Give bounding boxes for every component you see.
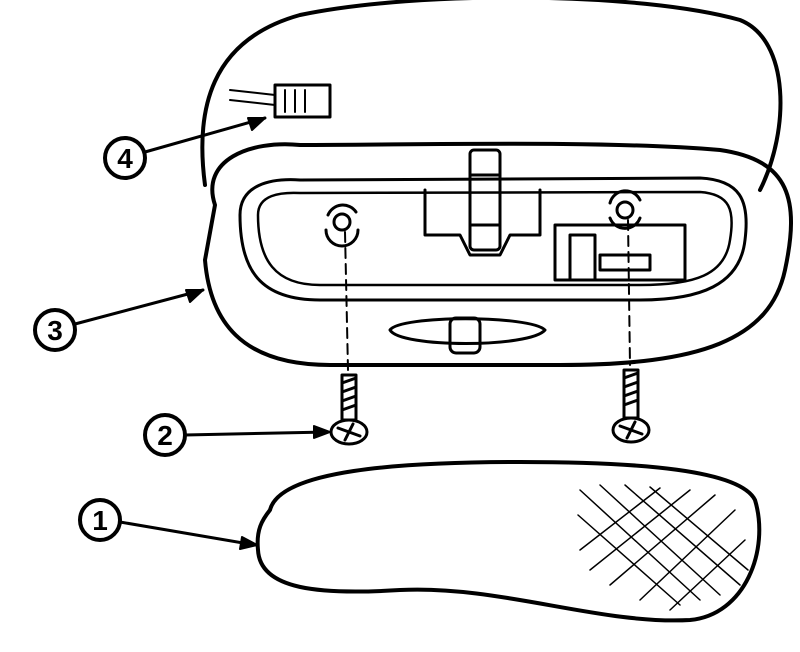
lamp-bezel bbox=[203, 141, 793, 367]
cavity bbox=[256, 190, 733, 287]
lens bbox=[255, 460, 762, 623]
callout-2-label: 2 bbox=[157, 420, 173, 451]
rear-housing bbox=[200, 0, 783, 192]
alignment-line-right bbox=[627, 219, 631, 366]
callout-4: 4 bbox=[103, 116, 267, 180]
switch-assembly bbox=[553, 223, 687, 282]
screw-right bbox=[611, 368, 651, 444]
screw-hole-right bbox=[608, 189, 642, 230]
callout-3: 3 bbox=[33, 288, 205, 352]
screw-left bbox=[329, 373, 369, 446]
alignment-line-left bbox=[344, 231, 349, 371]
bulb-holder bbox=[423, 148, 542, 257]
connector bbox=[229, 83, 332, 119]
callout-1: 1 bbox=[78, 498, 258, 550]
bezel-inner-rim bbox=[238, 176, 748, 302]
callout-1-label: 1 bbox=[92, 505, 108, 536]
callout-2: 2 bbox=[143, 413, 331, 457]
lens-hatching bbox=[577, 484, 749, 611]
slider-switch bbox=[388, 316, 547, 355]
screw-hole-left bbox=[324, 203, 360, 248]
callout-3-label: 3 bbox=[47, 315, 63, 346]
callout-4-label: 4 bbox=[117, 143, 133, 174]
